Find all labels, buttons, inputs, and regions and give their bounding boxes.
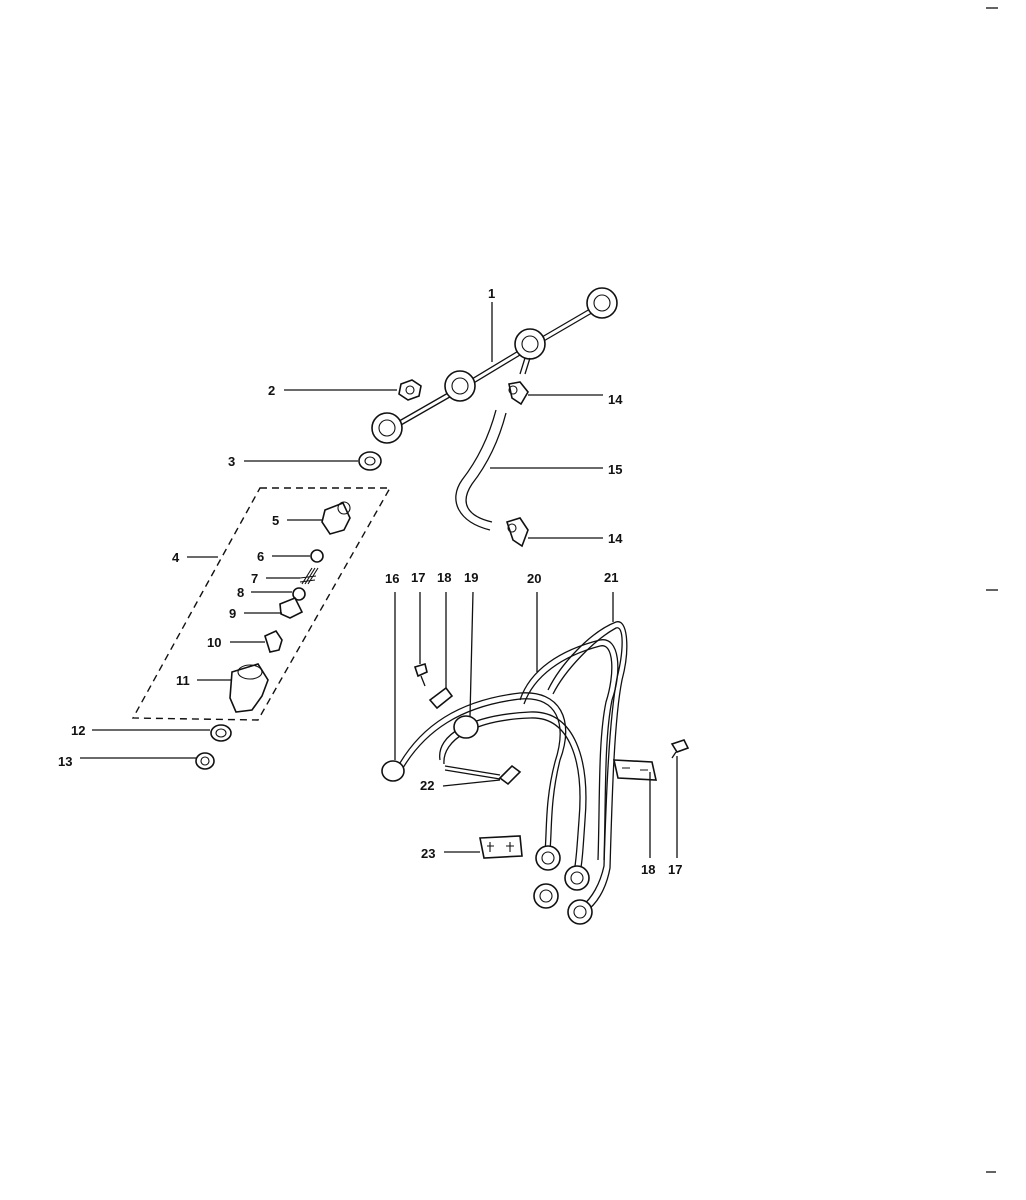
callout-1: 1 xyxy=(488,286,495,301)
callout-14-upper: 14 xyxy=(608,392,623,407)
leader-lines xyxy=(80,302,678,858)
callout-13: 13 xyxy=(58,754,72,769)
callout-21: 21 xyxy=(604,570,618,585)
callout-labels: 1 2 3 4 5 6 7 8 9 10 11 12 13 14 14 15 1… xyxy=(58,286,682,877)
clamp-left xyxy=(428,686,454,710)
callout-3: 3 xyxy=(228,454,235,469)
callout-17-left: 17 xyxy=(411,570,425,585)
clamp-right xyxy=(612,759,658,781)
callout-16: 16 xyxy=(385,571,399,586)
callout-2: 2 xyxy=(268,383,275,398)
hose-clip-lower xyxy=(505,517,529,548)
callout-7: 7 xyxy=(251,571,258,586)
callout-18-right: 18 xyxy=(641,862,655,877)
edge-marks xyxy=(986,7,998,1173)
nut xyxy=(398,379,422,401)
callout-18-left: 18 xyxy=(437,570,451,585)
callout-12: 12 xyxy=(71,723,85,738)
pin xyxy=(292,587,306,601)
callout-8: 8 xyxy=(237,585,244,600)
clamp-22 xyxy=(498,764,522,786)
bolt-left xyxy=(413,662,428,687)
callout-19: 19 xyxy=(464,570,478,585)
callout-9: 9 xyxy=(229,606,236,621)
nozzle-assembly-box xyxy=(131,487,392,721)
callout-23: 23 xyxy=(421,846,435,861)
retaining-nut xyxy=(229,663,269,713)
callout-4: 4 xyxy=(172,550,180,565)
spring xyxy=(299,567,319,585)
callout-15: 15 xyxy=(608,462,622,477)
nozzle-holder-body xyxy=(321,501,351,535)
fuel-hose xyxy=(455,409,507,531)
callout-20: 20 xyxy=(527,571,541,586)
callout-14-lower: 14 xyxy=(608,531,623,546)
injection-pipes xyxy=(381,621,628,925)
seal-ring xyxy=(195,752,215,770)
callout-17-right: 17 xyxy=(668,862,682,877)
callout-22: 22 xyxy=(420,778,434,793)
callout-5: 5 xyxy=(272,513,279,528)
leak-off-pipe xyxy=(371,287,618,444)
gasket xyxy=(210,724,232,742)
washer xyxy=(358,451,382,471)
nozzle xyxy=(264,629,283,653)
callout-10: 10 xyxy=(207,635,221,650)
hose-clip-upper xyxy=(508,381,529,406)
callout-6: 6 xyxy=(257,549,264,564)
bolt-right xyxy=(670,739,690,759)
spacer xyxy=(279,596,304,619)
ball xyxy=(310,549,324,563)
callout-11: 11 xyxy=(176,673,190,688)
clamp-23 xyxy=(479,835,523,859)
